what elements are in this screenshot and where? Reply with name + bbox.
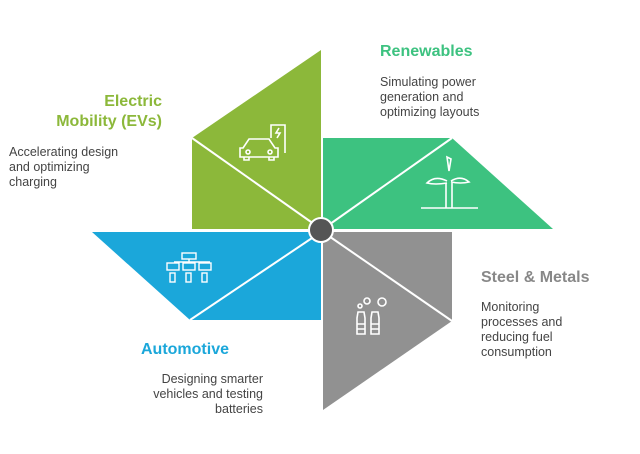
- automotive-desc: Designing smarter vehicles and testing b…: [100, 372, 263, 417]
- steel-title: Steel & Metals: [481, 269, 590, 286]
- blade-divider: [191, 137, 322, 230]
- desc-line: Accelerating design: [9, 145, 119, 159]
- desc-line: processes and: [481, 315, 563, 329]
- electric-desc: Accelerating design and optimizing charg…: [9, 145, 118, 190]
- steel-desc: Monitoring processes and reducing fuel c…: [481, 300, 562, 360]
- desc-line: Monitoring: [481, 300, 540, 314]
- desc-line: reducing fuel: [481, 330, 553, 344]
- desc-line: generation and: [380, 90, 464, 104]
- desc-line: vehicles and testing: [153, 387, 263, 401]
- battery-network-icon: [166, 252, 212, 283]
- renewables-desc: Simulating power generation and optimizi…: [380, 75, 479, 120]
- desc-line: Designing smarter: [161, 372, 263, 386]
- electric-title-line1: Electric: [104, 93, 162, 110]
- desc-line: charging: [9, 175, 57, 189]
- blade-steel-metals: [322, 231, 453, 410]
- blade-divider: [189, 231, 322, 321]
- desc-line: and optimizing: [9, 160, 90, 174]
- blade-divider: [322, 137, 453, 230]
- desc-line: consumption: [481, 345, 552, 359]
- desc-line: optimizing layouts: [380, 105, 480, 119]
- blade-steel-shape: [323, 232, 452, 410]
- electric-title-line2: Mobility (EVs): [56, 113, 162, 130]
- electric-title: Electric Mobility (EVs): [40, 92, 162, 132]
- wind-turbine-icon: [421, 155, 478, 209]
- hub-circle: [308, 217, 334, 243]
- ev-charging-car-icon: [239, 124, 286, 161]
- blade-divider: [322, 231, 453, 322]
- desc-line: batteries: [215, 402, 263, 416]
- renewables-title: Renewables: [380, 43, 473, 60]
- factory-chimney-icon: [356, 297, 387, 335]
- automotive-title: Automotive: [141, 341, 229, 358]
- desc-line: Simulating power: [380, 75, 476, 89]
